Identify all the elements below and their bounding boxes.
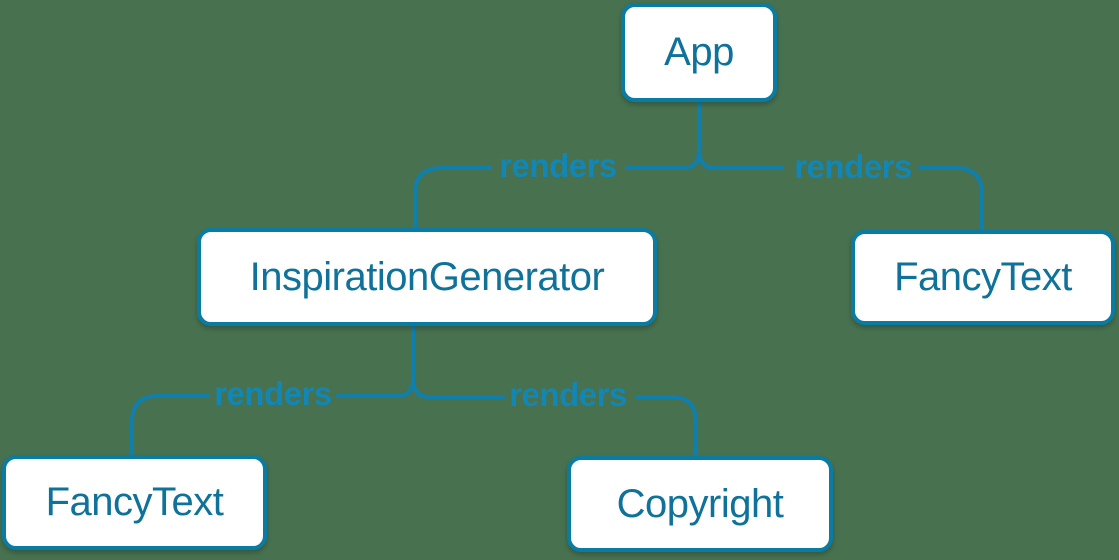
- edge-app-fancytext: [697, 148, 984, 232]
- edge-label-renders-inspirationgenerator-copyright: renders: [509, 376, 627, 413]
- node-fancy-text-top: FancyText: [851, 230, 1115, 325]
- node-app: App: [621, 3, 777, 102]
- node-fancy-text-top-label: FancyText: [894, 255, 1072, 299]
- node-inspiration-generator-label: InspirationGenerator: [249, 254, 605, 299]
- node-app-label: App: [664, 30, 734, 74]
- node-copyright-label: Copyright: [616, 481, 784, 526]
- node-copyright: Copyright: [567, 456, 833, 552]
- node-fancy-text-bottom: FancyText: [2, 455, 267, 550]
- node-inspiration-generator: InspirationGenerator: [197, 228, 657, 326]
- edge-label-renders-inspirationgenerator-fancytext: renders: [214, 375, 332, 412]
- edge-label-renders-app-fancytext: renders: [794, 148, 912, 185]
- node-fancy-text-bottom-label: FancyText: [45, 480, 224, 524]
- edge-inspirationgenerator-copyright: [411, 376, 698, 458]
- edge-label-renders-app-inspirationgenerator: renders: [499, 147, 617, 184]
